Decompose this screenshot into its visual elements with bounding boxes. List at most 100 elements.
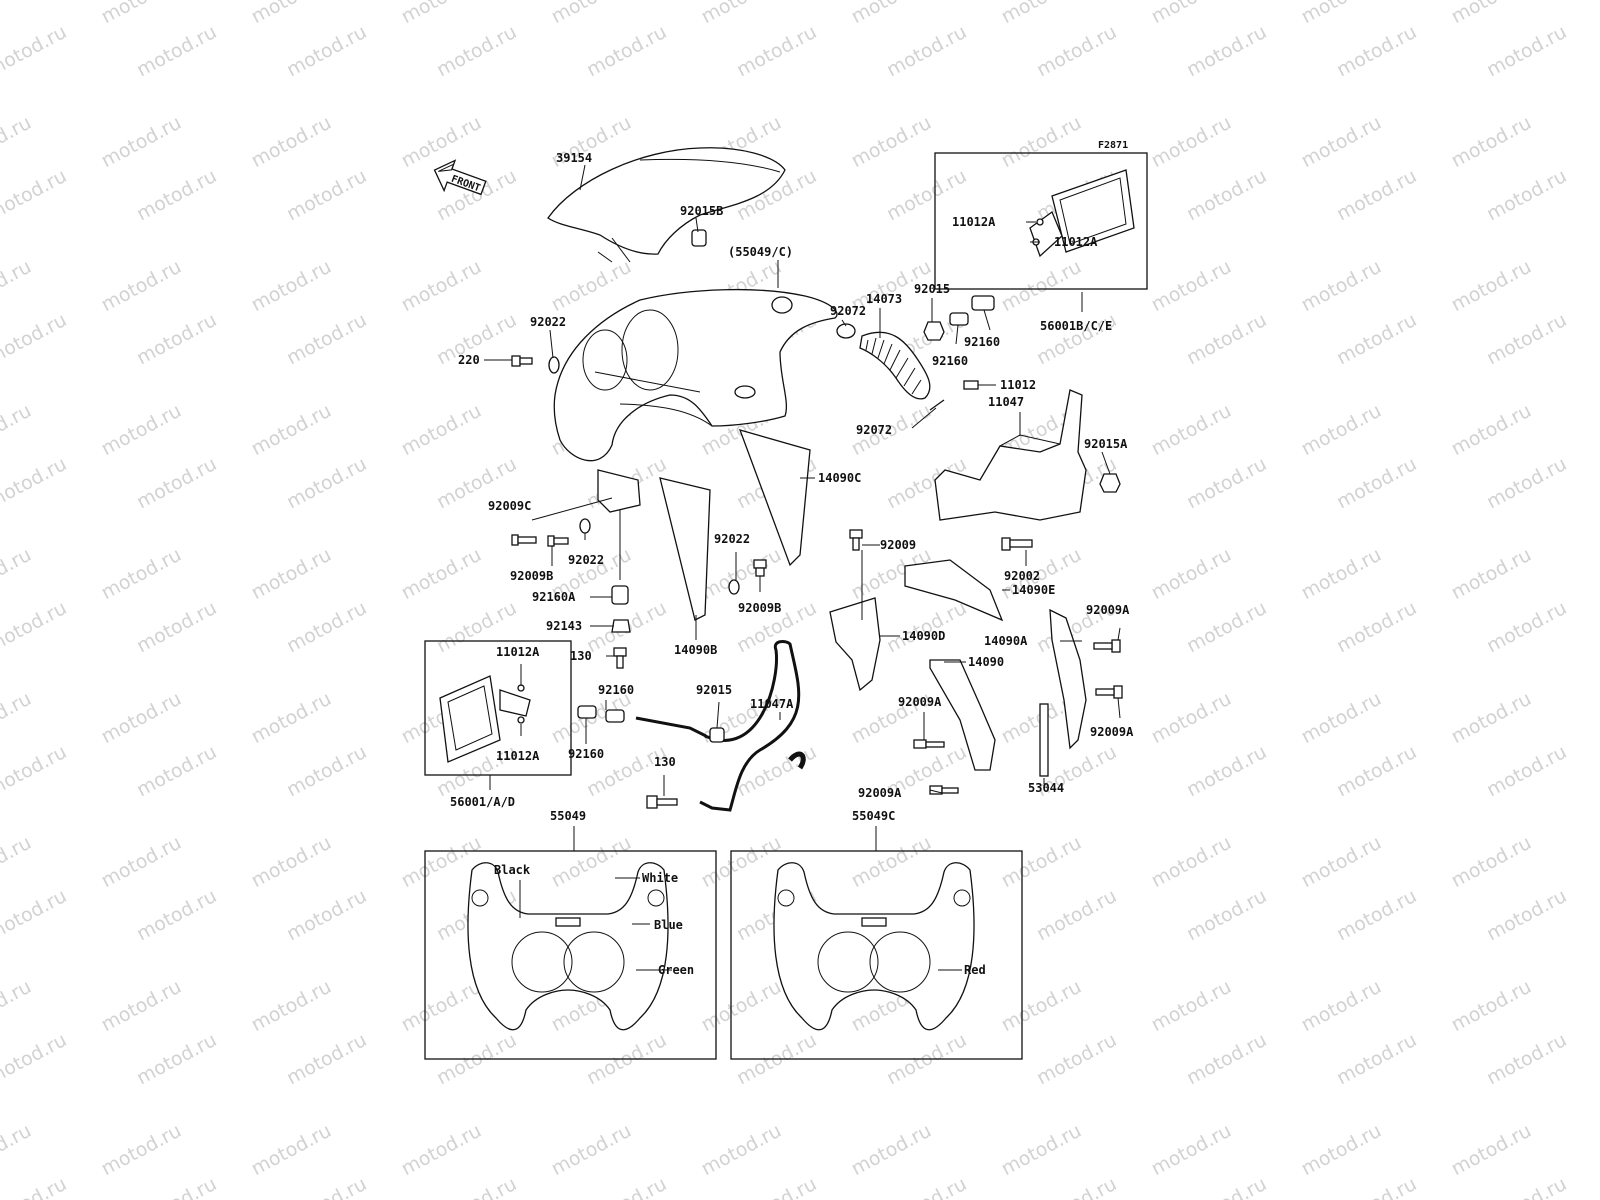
label-92072-top: 92072: [830, 304, 866, 318]
watermark-text: motod.ru: [1333, 21, 1420, 81]
watermark-text: motod.ru: [433, 21, 520, 81]
washer-92022-top: [548, 356, 560, 374]
watermark-text: motod.ru: [133, 885, 220, 945]
strip-53044: [1039, 703, 1049, 777]
watermark-text: motod.ru: [733, 21, 820, 81]
watermark-text: motod.ru: [1148, 112, 1235, 172]
label-11012a-3: 11012A: [496, 645, 540, 659]
label-92009b-left: 92009B: [510, 569, 553, 583]
watermark-text: motod.ru: [1483, 453, 1570, 513]
watermark-text: motod.ru: [0, 688, 35, 748]
watermark-text: motod.ru: [1448, 976, 1535, 1036]
watermark-text: motod.ru: [1483, 597, 1570, 657]
bolt-92009: [849, 529, 863, 551]
watermark-text: motod.ru: [398, 400, 485, 460]
label-92015a: 92015A: [1084, 437, 1128, 451]
watermark-text: motod.ru: [1483, 309, 1570, 369]
watermark-text: motod.ru: [0, 885, 70, 945]
watermark-text: motod.ru: [248, 976, 335, 1036]
bolt-92009c: [511, 534, 537, 546]
watermark-text: motod.ru: [1298, 976, 1385, 1036]
watermark-text: motod.ru: [98, 976, 185, 1036]
watermark-text: motod.ru: [733, 1173, 820, 1200]
watermark-text: motod.ru: [283, 309, 370, 369]
plate-92160-b: [971, 295, 995, 311]
watermark-text: motod.ru: [0, 309, 70, 369]
watermark-text: motod.ru: [1183, 1173, 1270, 1200]
label-14073: 14073: [866, 292, 902, 306]
watermark-text: motod.ru: [1483, 885, 1570, 945]
watermark-text: motod.ru: [248, 400, 335, 460]
label-92009a-r1: 92009A: [1086, 603, 1130, 617]
watermark-text: motod.ru: [133, 165, 220, 225]
clamp-92072-mid: [929, 399, 945, 411]
watermark-text: motod.ru: [1183, 21, 1270, 81]
mirror-left: [439, 675, 531, 763]
watermark-text: motod.ru: [848, 832, 935, 892]
watermark-text: motod.ru: [0, 1120, 35, 1180]
label-92160-b: 92160: [964, 335, 1000, 349]
watermark-text: motod.ru: [248, 1120, 335, 1180]
watermark-text: motod.ru: [1033, 309, 1120, 369]
mirror-left-box: [424, 640, 572, 776]
label-92009b-mid: 92009B: [738, 601, 781, 615]
watermark-text: motod.ru: [1183, 453, 1270, 513]
watermark-text: motod.ru: [283, 1173, 370, 1200]
watermark-text: motod.ru: [998, 976, 1085, 1036]
watermark-text: motod.ru: [0, 597, 70, 657]
nut-92015a: [1099, 473, 1121, 493]
label-14090e: 14090E: [1012, 583, 1055, 597]
watermark-text: motod.ru: [98, 400, 185, 460]
damper-92160a: [611, 585, 629, 605]
watermark-text: motod.ru: [1298, 688, 1385, 748]
grommet-92015b: [691, 229, 707, 247]
watermark-text: motod.ru: [698, 1120, 785, 1180]
watermark-text: motod.ru: [1033, 1173, 1120, 1200]
watermark-text: motod.ru: [848, 0, 935, 28]
watermark-text: motod.ru: [583, 21, 670, 81]
watermark-text: motod.ru: [698, 544, 785, 604]
watermark-text: motod.ru: [1483, 1173, 1570, 1200]
screw-220: [511, 355, 533, 367]
inner-panel-14090b: [659, 477, 711, 621]
watermark-text: motod.ru: [1148, 400, 1235, 460]
watermark-text: motod.ru: [583, 1173, 670, 1200]
watermark-text: motod.ru: [283, 741, 370, 801]
watermark-text: motod.ru: [1333, 1173, 1420, 1200]
label-92022-top: 92022: [530, 315, 566, 329]
label-92009a-m2: 92009A: [858, 786, 902, 800]
label-14090d: 14090D: [902, 629, 945, 643]
watermark-text: motod.ru: [0, 165, 70, 225]
watermark-text: motod.ru: [1333, 885, 1420, 945]
watermark-text: motod.ru: [98, 256, 185, 316]
watermark-text: motod.ru: [848, 112, 935, 172]
bolt-92009b-left: [547, 535, 569, 547]
watermark-text: motod.ru: [1483, 741, 1570, 801]
watermark-text: motod.ru: [1033, 885, 1120, 945]
watermark-text: motod.ru: [1148, 976, 1235, 1036]
watermark-text: motod.ru: [1333, 1029, 1420, 1089]
label-92009c: 92009C: [488, 499, 531, 513]
watermark-text: motod.ru: [548, 0, 635, 28]
watermark-text: motod.ru: [548, 1120, 635, 1180]
watermark-text: motod.ru: [848, 1120, 935, 1180]
watermark-text: motod.ru: [0, 0, 35, 28]
watermark-text: motod.ru: [1148, 0, 1235, 28]
label-14090: 14090: [968, 655, 1004, 669]
watermark-text: motod.ru: [248, 0, 335, 28]
watermark-text: motod.ru: [133, 453, 220, 513]
label-92015b: 92015B: [680, 204, 723, 218]
watermark-text: motod.ru: [98, 1120, 185, 1180]
watermark-text: motod.ru: [0, 400, 35, 460]
watermark-text: motod.ru: [1148, 832, 1235, 892]
watermark-text: motod.ru: [0, 741, 70, 801]
nut-92015-mid: [709, 727, 725, 743]
part-number-labels: F2871 39154 92015B (55049/C) 92022 220 9…: [450, 140, 1134, 977]
clamp-92072-top: [836, 323, 856, 339]
label-92002: 92002: [1004, 569, 1040, 583]
watermark-text: motod.ru: [1148, 544, 1235, 604]
label-11012a-4: 11012A: [496, 749, 540, 763]
watermark-text: motod.ru: [98, 0, 185, 28]
label-92160-c: 92160: [598, 683, 634, 697]
